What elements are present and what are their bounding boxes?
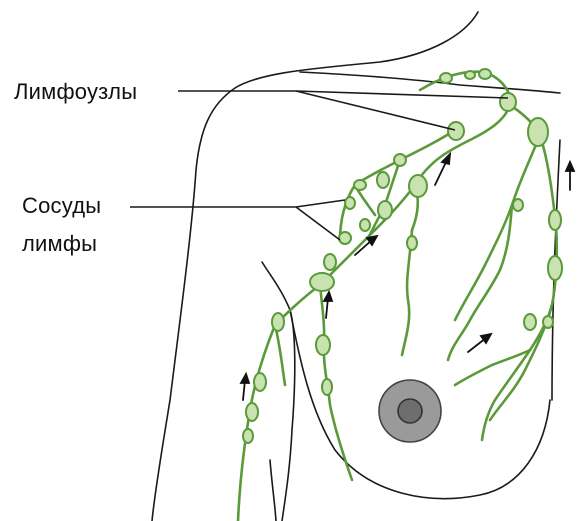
- node: [465, 71, 475, 79]
- node: [339, 232, 351, 244]
- node: [377, 172, 389, 188]
- arrow-icon: [324, 292, 332, 318]
- node: [354, 180, 366, 190]
- node: [528, 118, 548, 146]
- node: [524, 314, 536, 330]
- node: [246, 403, 258, 421]
- node: [324, 254, 336, 270]
- node: [310, 273, 334, 291]
- node: [543, 316, 553, 328]
- node: [407, 236, 417, 250]
- body-outline: [152, 12, 560, 521]
- leader-lines: [130, 91, 508, 240]
- node: [316, 335, 330, 355]
- label-lymph-vessels-line2: лимфы: [22, 233, 97, 255]
- arrow-icon: [241, 374, 249, 400]
- nipple-areola: [379, 380, 441, 442]
- node: [243, 429, 253, 443]
- node: [500, 93, 516, 111]
- node: [322, 379, 332, 395]
- node: [360, 219, 370, 231]
- node: [254, 373, 266, 391]
- label-lymph-nodes: Лимфоузлы: [14, 81, 137, 103]
- node: [479, 69, 491, 79]
- lymph-vessels: [238, 72, 557, 521]
- arrow-icon: [566, 162, 574, 190]
- node: [394, 154, 406, 166]
- node: [513, 199, 523, 211]
- node: [440, 73, 452, 83]
- node: [378, 201, 392, 219]
- node: [448, 122, 464, 140]
- node: [345, 197, 355, 209]
- node: [272, 313, 284, 331]
- node: [548, 256, 562, 280]
- node: [409, 175, 427, 197]
- node: [549, 210, 561, 230]
- arrow-icon: [468, 334, 491, 352]
- label-lymph-vessels-line1: Сосуды: [22, 195, 101, 217]
